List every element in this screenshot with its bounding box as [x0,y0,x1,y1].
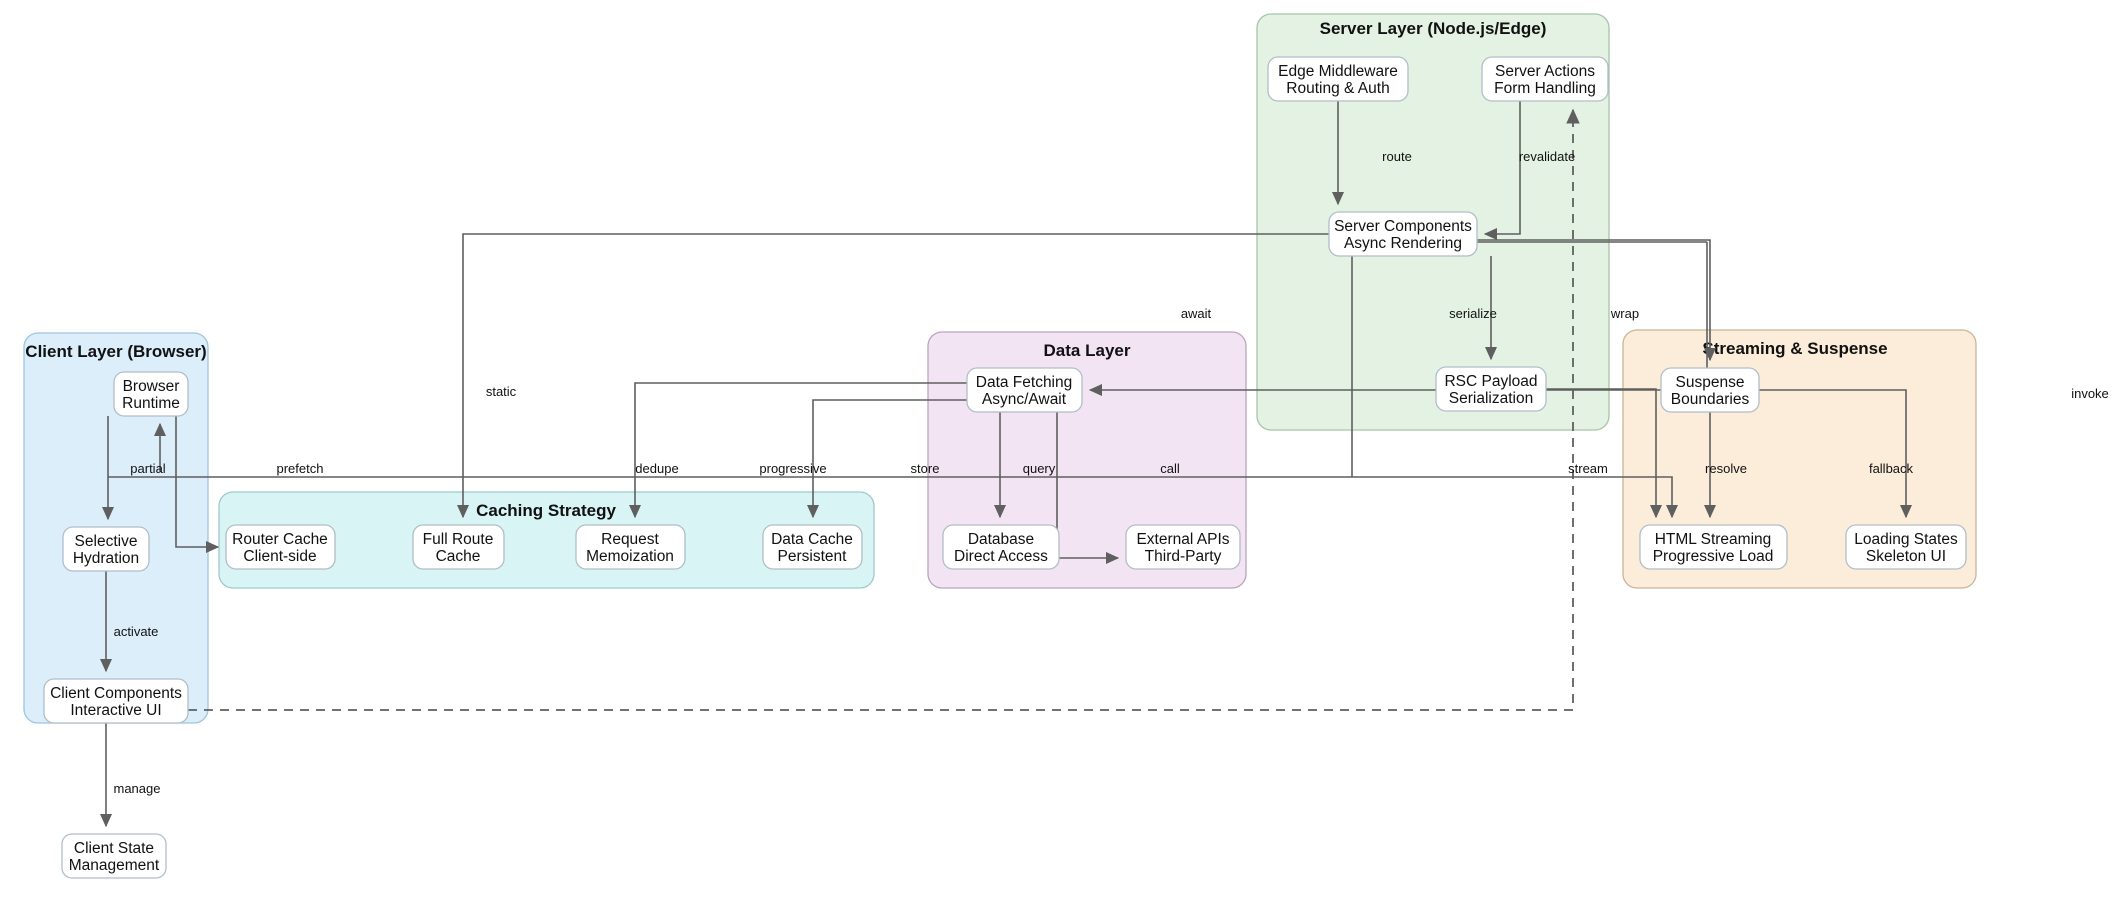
group-title-server: Server Layer (Node.js/Edge) [1320,19,1547,38]
node-data-cache-line2: Persistent [778,548,848,565]
edge-line-dedupe [629,382,967,519]
node-selective-hydration-line1: Selective [75,533,138,550]
node-client-state-line1: Client State [74,840,154,857]
node-browser-runtime-line1: Browser [123,378,180,395]
edge-line-bus-to-streaming [1570,476,1678,519]
node-selective-hydration-line2: Hydration [73,550,139,567]
node-html-streaming-line1: HTML Streaming [1655,531,1772,548]
node-data-cache-line1: Data Cache [771,531,853,548]
node-data-fetching[interactable]: Data Fetching Async/Await [966,367,1083,413]
node-server-components[interactable]: Server Components Async Rendering [1328,211,1478,257]
node-external-apis[interactable]: External APIs Third-Party [1125,524,1241,570]
node-loading-states-line1: Loading States [1854,531,1958,548]
node-html-streaming-line2: Progressive Load [1653,548,1774,565]
edge-line-stream [1546,388,1662,519]
node-full-route-cache[interactable]: Full Route Cache [412,524,505,570]
edge-label-serialize: serialize [1449,306,1497,321]
node-database-line2: Direct Access [954,548,1048,565]
edge-label-prefetch: prefetch [277,461,324,476]
group-container-caching: Caching Strategy [218,491,875,589]
edge-label-stream: stream [1568,461,1608,476]
node-rsc-payload[interactable]: RSC Payload Serialization [1435,366,1547,412]
node-data-cache[interactable]: Data Cache Persistent [762,524,863,570]
group-title-data: Data Layer [1044,341,1131,360]
node-data-fetching-line1: Data Fetching [976,374,1073,391]
node-rsc-payload-line2: Serialization [1449,390,1533,407]
node-suspense-boundaries-line2: Boundaries [1671,391,1750,408]
edge-label-query: query [1023,461,1056,476]
node-html-streaming[interactable]: HTML Streaming Progressive Load [1639,524,1788,570]
node-request-memoization[interactable]: Request Memoization [575,524,686,570]
node-edge-middleware-line1: Edge Middleware [1278,63,1398,80]
edge-line-invoke [188,108,1580,711]
node-request-memoization-line2: Memoization [586,548,674,565]
edge-label-route: route [1382,149,1412,164]
edge-line-fallback [1759,389,1912,519]
edge-label-progressive: progressive [759,461,826,476]
node-router-cache[interactable]: Router Cache Client-side [225,524,336,570]
node-data-fetching-line2: Async/Await [982,391,1067,408]
group-title-streaming: Streaming & Suspense [1702,339,1887,358]
edge-label-manage: manage [114,781,161,796]
node-server-components-line2: Async Rendering [1344,235,1462,252]
node-server-components-line1: Server Components [1334,218,1472,235]
edge-line-wrap [1477,239,1716,362]
edge-label-dedupe: dedupe [635,461,678,476]
node-server-actions-line1: Server Actions [1495,63,1595,80]
node-client-components[interactable]: Client Components Interactive UI [43,678,189,724]
edge-label-store: store [911,461,940,476]
node-browser-runtime[interactable]: Browser Runtime [113,371,189,417]
edge-line-prefetch-router [175,416,220,553]
node-server-actions[interactable]: Server Actions Form Handling [1481,56,1609,102]
edge-label-invoke: invoke [2071,386,2109,401]
edge-line-progressive [807,399,967,519]
node-router-cache-line2: Client-side [243,548,316,565]
edge-label-revalidate: revalidate [1519,149,1575,164]
group-title-caching: Caching Strategy [476,501,616,520]
node-database[interactable]: Database Direct Access [942,524,1060,570]
node-selective-hydration[interactable]: Selective Hydration [62,526,150,572]
edge-label-call: call [1160,461,1180,476]
node-external-apis-line1: External APIs [1136,531,1229,548]
node-router-cache-line1: Router Cache [232,531,328,548]
node-suspense-boundaries[interactable]: Suspense Boundaries [1660,367,1760,413]
node-client-components-line2: Interactive UI [70,702,161,719]
edge-label-partial: partial [130,461,166,476]
node-request-memoization-line1: Request [601,531,659,548]
node-loading-states-line2: Skeleton UI [1866,548,1946,565]
node-full-route-cache-line2: Cache [436,548,481,565]
node-client-state[interactable]: Client State Management [61,833,167,879]
edge-label-resolve: resolve [1705,461,1747,476]
edge-line-static [457,233,1329,519]
node-browser-runtime-line2: Runtime [122,395,180,412]
node-database-line1: Database [968,531,1034,548]
edge-label-fallback: fallback [1869,461,1914,476]
node-server-actions-line2: Form Handling [1494,80,1596,97]
edge-labels: partial prefetch static dedupe progressi… [114,149,2109,796]
node-client-state-line2: Management [69,857,160,874]
node-edge-middleware[interactable]: Edge Middleware Routing & Auth [1267,56,1409,102]
node-edge-middleware-line2: Routing & Auth [1286,80,1389,97]
node-client-components-line1: Client Components [50,685,182,702]
node-loading-states[interactable]: Loading States Skeleton UI [1845,524,1967,570]
node-suspense-boundaries-line1: Suspense [1676,374,1745,391]
edge-label-activate: activate [114,624,159,639]
node-full-route-cache-line1: Full Route [423,531,494,548]
node-rsc-payload-line1: RSC Payload [1444,373,1537,390]
edge-label-wrap: wrap [1610,306,1639,321]
edge-line-actions-to-components [1483,101,1521,240]
group-title-client: Client Layer (Browser) [25,342,206,361]
node-external-apis-line2: Third-Party [1145,548,1222,565]
edge-label-await: await [1181,306,1212,321]
edge-label-static: static [486,384,517,399]
